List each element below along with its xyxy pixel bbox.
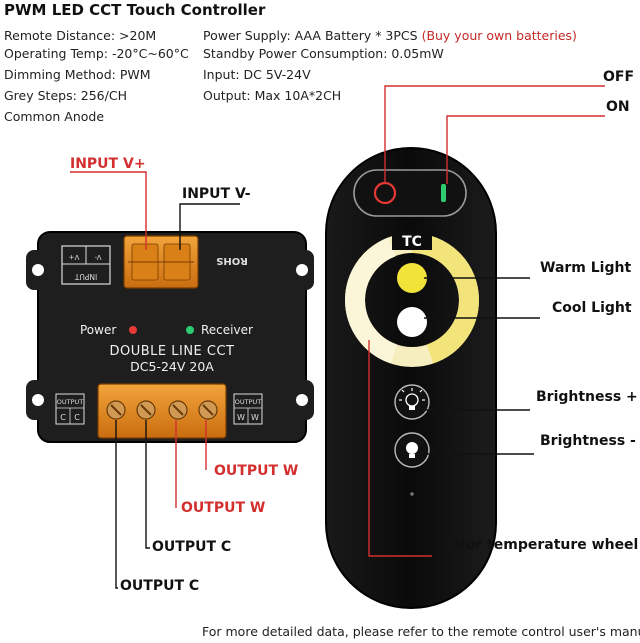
callout-output-w-2: OUTPUT W	[181, 500, 266, 516]
power-led-icon	[129, 326, 137, 334]
input-plate-label: INPUT	[74, 272, 97, 281]
mount-hole-tl	[32, 264, 44, 276]
warm-light-button[interactable]	[397, 263, 427, 293]
spec-input: Input: DC 5V-24V	[203, 67, 311, 82]
remote-callout-lines	[368, 85, 605, 557]
rohs-mark: ROHS	[216, 255, 248, 266]
power-label: Power	[80, 323, 116, 337]
callout-brightness-plus: Brightness +	[536, 389, 638, 405]
input-plate-vminus: V-	[94, 253, 101, 261]
controller-model: DOUBLE LINE CCT	[109, 344, 234, 359]
spec-operating-temp: Operating Temp: -20°C~60°C	[4, 46, 189, 61]
spec-grey-steps: Grey Steps: 256/CH	[4, 88, 127, 103]
spec-output: Output: Max 10A*2CH	[203, 88, 342, 103]
callout-input-vplus: INPUT V+	[70, 156, 146, 172]
footer-note: For more detailed data, please refer to …	[202, 624, 640, 639]
onoff-pill	[353, 169, 467, 217]
output-plate-w-label: OUTPUT	[235, 398, 262, 406]
page-title: PWM LED CCT Touch Controller	[4, 1, 266, 19]
output-plate-c1: C	[60, 413, 66, 422]
bulb-dim-icon	[406, 442, 418, 454]
output-screws	[106, 400, 218, 420]
mount-hole-br	[296, 394, 308, 406]
brightness-plus-button[interactable]	[394, 384, 430, 420]
output-terminal	[97, 383, 227, 439]
receiver-label: Receiver	[201, 323, 253, 337]
output-plate-w1: W	[237, 413, 245, 422]
callout-input-vminus: INPUT V-	[182, 186, 251, 202]
input-plate-vplus: V+	[69, 253, 80, 261]
output-plate-c2: C	[74, 413, 80, 422]
mount-hole-bl	[32, 394, 44, 406]
color-temperature-wheel[interactable]	[344, 232, 480, 367]
callout-on: ON	[606, 99, 630, 115]
spec-standby-power: Standby Power Consumption: 0.05mW	[203, 46, 444, 61]
spec-power-supply-note: (Buy your own batteries)	[421, 28, 577, 43]
spec-power-supply-text: Power Supply: AAA Battery * 3PCS	[203, 28, 418, 43]
callout-output-c-2: OUTPUT C	[120, 578, 200, 594]
callout-output-w-1: OUTPUT W	[214, 463, 299, 479]
remote-indicator-dot	[410, 492, 414, 496]
spec-dimming-method: Dimming Method: PWM	[4, 67, 151, 82]
output-plate-c-label: OUTPUT	[57, 398, 84, 406]
remote-brand: TC	[402, 234, 422, 250]
output-plate-w2: W	[251, 413, 259, 422]
spec-remote-distance: Remote Distance: >20M	[4, 28, 157, 43]
callout-off: OFF	[603, 69, 635, 85]
brightness-minus-button[interactable]	[394, 432, 430, 468]
controller-callout-lines	[70, 171, 240, 589]
callout-brightness-minus: Brightness -	[540, 433, 636, 449]
spec-common-anode: Common Anode	[4, 109, 105, 124]
controller-box: V+ V- INPUT ROHS Power Receiver DOUBLE L…	[26, 231, 314, 443]
cool-light-button[interactable]	[397, 307, 427, 337]
controller-rating: DC5-24V 20A	[130, 359, 214, 374]
on-button-icon[interactable]	[441, 184, 446, 202]
callout-cool-light: Cool Light	[552, 300, 632, 316]
callout-warm-light: Warm Light	[540, 260, 632, 276]
mount-hole-tr	[296, 264, 308, 276]
receiver-led-icon	[186, 326, 194, 334]
spec-power-supply: Power Supply: AAA Battery * 3PCS (Buy yo…	[203, 28, 577, 43]
callout-output-c-1: OUTPUT C	[152, 539, 232, 555]
callout-color-wheel: Color temperature wheel	[441, 537, 639, 553]
